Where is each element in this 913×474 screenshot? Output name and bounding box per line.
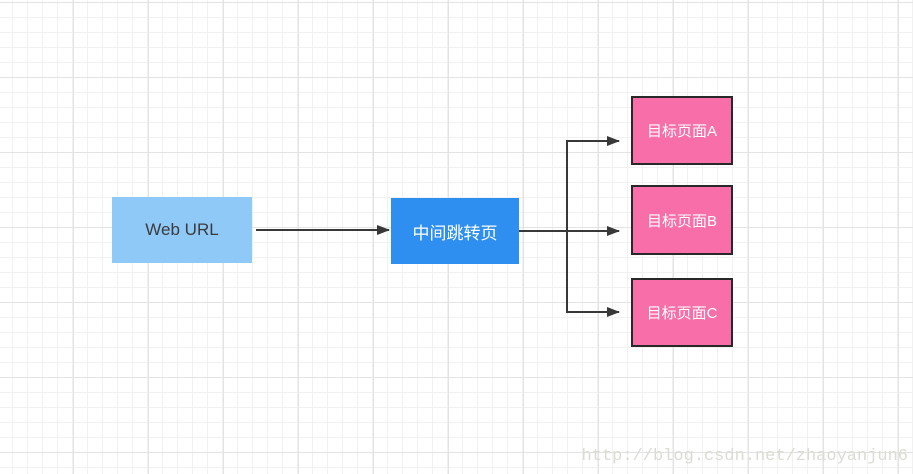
node-target-page-c: 目标页面C	[631, 278, 733, 347]
node-target-page-c-label: 目标页面C	[646, 305, 718, 322]
edge-jump-to-target-a	[566, 136, 620, 231]
node-web-url: Web URL	[112, 197, 252, 263]
edge-jump-to-target-c	[566, 231, 620, 317]
node-target-page-b-label: 目标页面B	[646, 212, 717, 230]
node-target-page-b: 目标页面B	[631, 185, 733, 255]
node-target-page-a: 目标页面A	[631, 96, 733, 165]
node-target-page-a-label: 目标页面A	[646, 123, 717, 140]
node-jump-page: 中间跳转页	[391, 198, 519, 264]
node-web-url-label: Web URL	[145, 220, 219, 239]
node-jump-page-label: 中间跳转页	[412, 223, 498, 243]
watermark: http://blog.csdn.net/zhaoyanjun6	[581, 447, 908, 466]
